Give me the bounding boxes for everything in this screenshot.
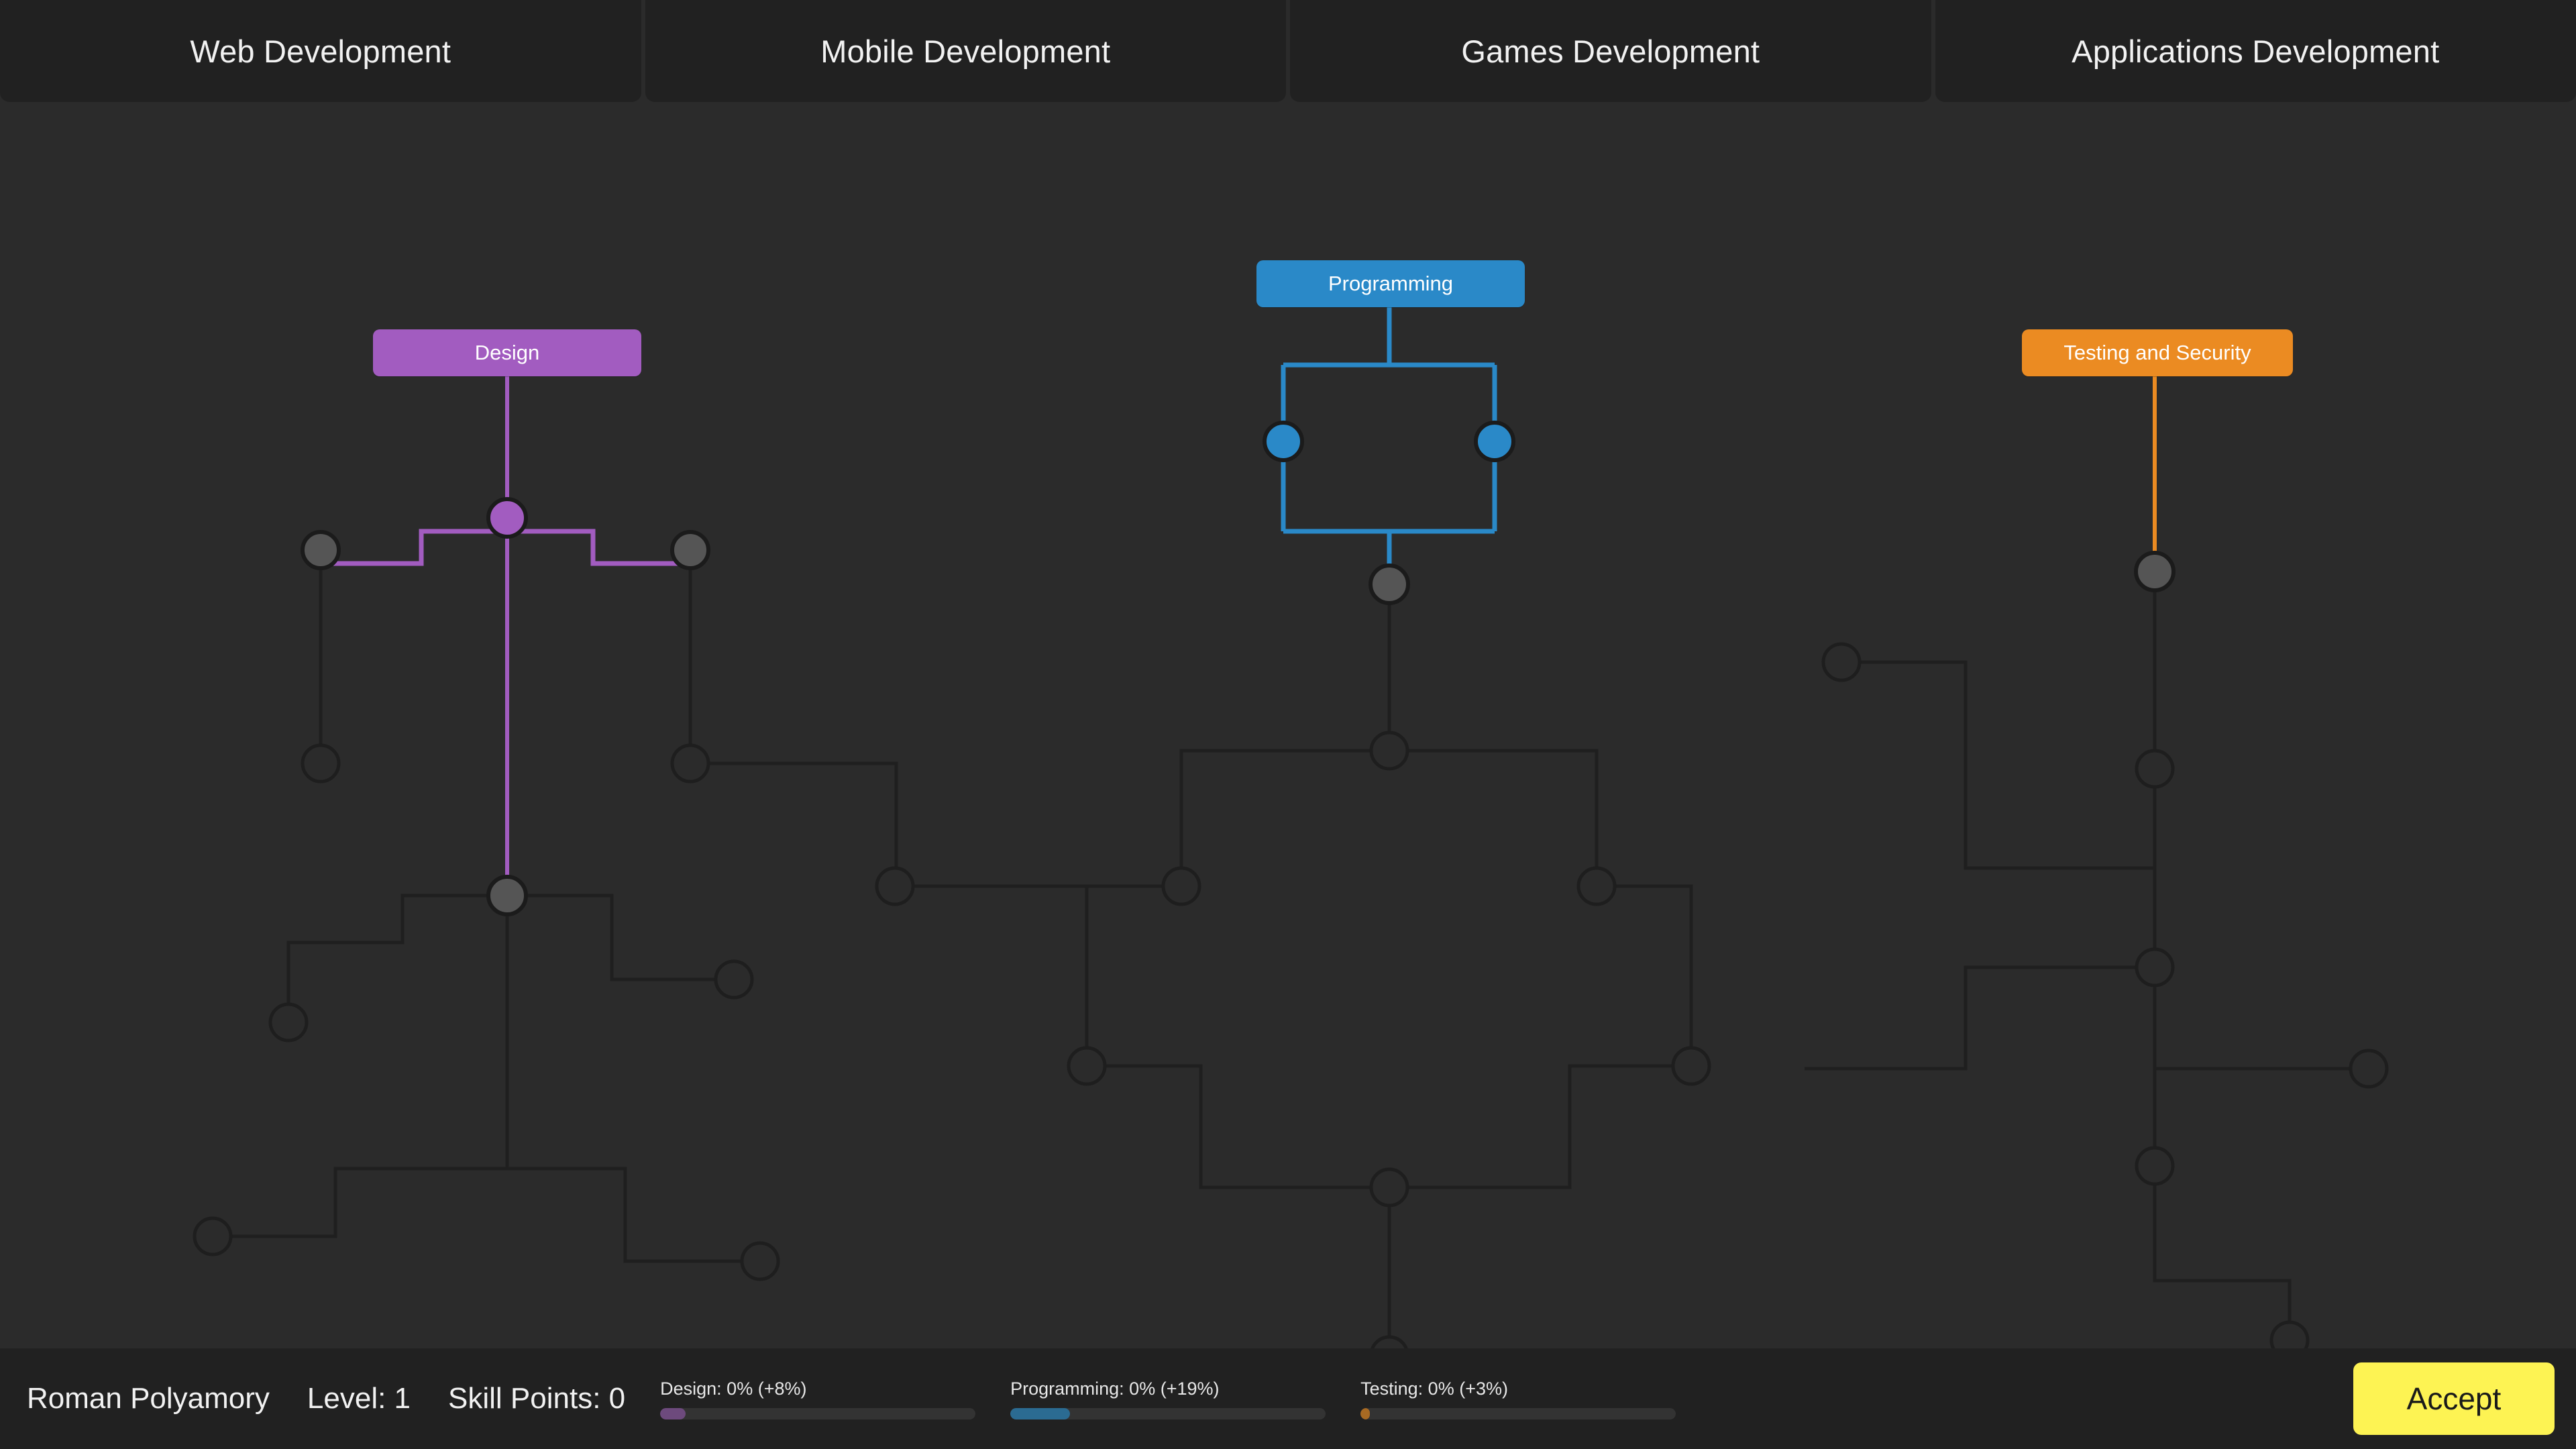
tab-label: Games Development: [1461, 33, 1760, 69]
meter-track: [1360, 1407, 1676, 1419]
accept-button[interactable]: Accept: [2353, 1362, 2555, 1435]
player-stats: Roman Polyamory Level: 1 Skill Points: 0: [0, 1382, 625, 1415]
branch-header-programming[interactable]: Programming: [1256, 260, 1525, 307]
skill-link: [2153, 1166, 2292, 1340]
skill-link: [507, 529, 690, 566]
tab-mobile-development[interactable]: Mobile Development: [645, 0, 1286, 102]
skill-node-layer: [193, 421, 2389, 1348]
skill-node-p-ll[interactable]: [1067, 1046, 1107, 1086]
branch-header-label: Programming: [1328, 272, 1454, 295]
skill-link: [690, 761, 898, 886]
skill-node-p-mid[interactable]: [1369, 731, 1409, 771]
meter-track: [1010, 1407, 1326, 1419]
branch-header-testing[interactable]: Testing and Security: [2022, 329, 2293, 376]
branch-header-label: Testing and Security: [2063, 341, 2251, 364]
skill-node-d-l1[interactable]: [301, 530, 341, 570]
skill-tree-graph: [193, 307, 2389, 1348]
skill-link: [1389, 1064, 1691, 1189]
meter-design: Design: 0% (+8%): [660, 1378, 976, 1419]
skill-node-t-root[interactable]: [2134, 551, 2176, 592]
skill-link: [1597, 884, 1693, 1066]
meter-testing: Testing: 0% (+3%): [1360, 1379, 1676, 1419]
skill-node-p-ml[interactable]: [1161, 866, 1201, 906]
branch-header-design[interactable]: Design: [373, 329, 641, 376]
tab-games-development[interactable]: Games Development: [1290, 0, 1931, 102]
skill-link-layer: [213, 307, 2369, 1348]
meter-label: Testing: 0% (+3%): [1360, 1378, 1508, 1399]
skill-node-t-n1[interactable]: [2135, 749, 2175, 789]
meter-fill: [1360, 1407, 1371, 1419]
branch-header-label: Design: [474, 341, 540, 364]
tab-label: Applications Development: [2072, 33, 2440, 69]
skill-link: [321, 529, 507, 566]
skill-link: [213, 1167, 507, 1238]
skill-node-d-bl[interactable]: [193, 1216, 233, 1256]
skill-node-p-bot[interactable]: [1369, 1167, 1409, 1208]
skill-node-p-l[interactable]: [1263, 421, 1304, 462]
skill-node-d-ml[interactable]: [268, 1002, 309, 1042]
skill-node-p-mr[interactable]: [1576, 866, 1617, 906]
meter-label: Design: 0% (+8%): [660, 1378, 807, 1399]
skill-node-t-lu[interactable]: [1821, 642, 1862, 682]
meter-fill: [1010, 1407, 1071, 1419]
skill-node-t-r1[interactable]: [2349, 1049, 2389, 1089]
player-skill-points: Skill Points: 0: [448, 1382, 626, 1415]
skill-node-d-r2[interactable]: [670, 743, 710, 784]
skill-meters: Design: 0% (+8%) Programming: 0% (+19%) …: [625, 1379, 1676, 1419]
skill-link: [507, 1167, 760, 1263]
skill-node-p-fl[interactable]: [875, 866, 915, 906]
category-tab-bar: Web Development Mobile Development Games…: [0, 0, 2576, 102]
skill-node-d-r1[interactable]: [670, 530, 710, 570]
skill-node-p-root[interactable]: [1368, 564, 1410, 605]
skill-node-d-mid[interactable]: [486, 875, 528, 916]
skill-node-d-root[interactable]: [486, 497, 528, 539]
meter-programming: Programming: 0% (+19%): [1010, 1379, 1326, 1419]
skill-node-d-mr[interactable]: [714, 959, 754, 1000]
skill-link: [1841, 660, 2155, 870]
skill-node-t-n3[interactable]: [2135, 1146, 2175, 1186]
meter-track: [660, 1407, 976, 1419]
skill-link: [1805, 965, 2155, 1071]
player-name: Roman Polyamory: [27, 1382, 270, 1415]
skill-node-d-l2[interactable]: [301, 743, 341, 784]
skill-link: [1179, 749, 1599, 886]
skill-link: [507, 894, 734, 981]
skill-tree-canvas[interactable]: Design Programming Testing and Security: [0, 102, 2576, 1348]
skill-link: [286, 894, 507, 1022]
player-level: Level: 1: [307, 1382, 411, 1415]
skill-node-p-rr[interactable]: [1671, 1046, 1711, 1086]
meter-label: Programming: 0% (+19%): [1010, 1378, 1220, 1399]
skill-node-t-br[interactable]: [2269, 1320, 2310, 1348]
tab-label: Mobile Development: [820, 33, 1111, 69]
tab-label: Web Development: [190, 33, 451, 69]
skill-node-d-br[interactable]: [740, 1241, 780, 1281]
tab-web-development[interactable]: Web Development: [0, 0, 641, 102]
skill-node-t-n2[interactable]: [2135, 947, 2175, 987]
skill-link: [1087, 1064, 1389, 1189]
meter-fill: [660, 1407, 686, 1419]
status-bar: Roman Polyamory Level: 1 Skill Points: 0…: [0, 1348, 2576, 1449]
skill-node-p-r[interactable]: [1474, 421, 1515, 462]
skill-node-p-last[interactable]: [1371, 1335, 1408, 1348]
tab-applications-development[interactable]: Applications Development: [1935, 0, 2576, 102]
